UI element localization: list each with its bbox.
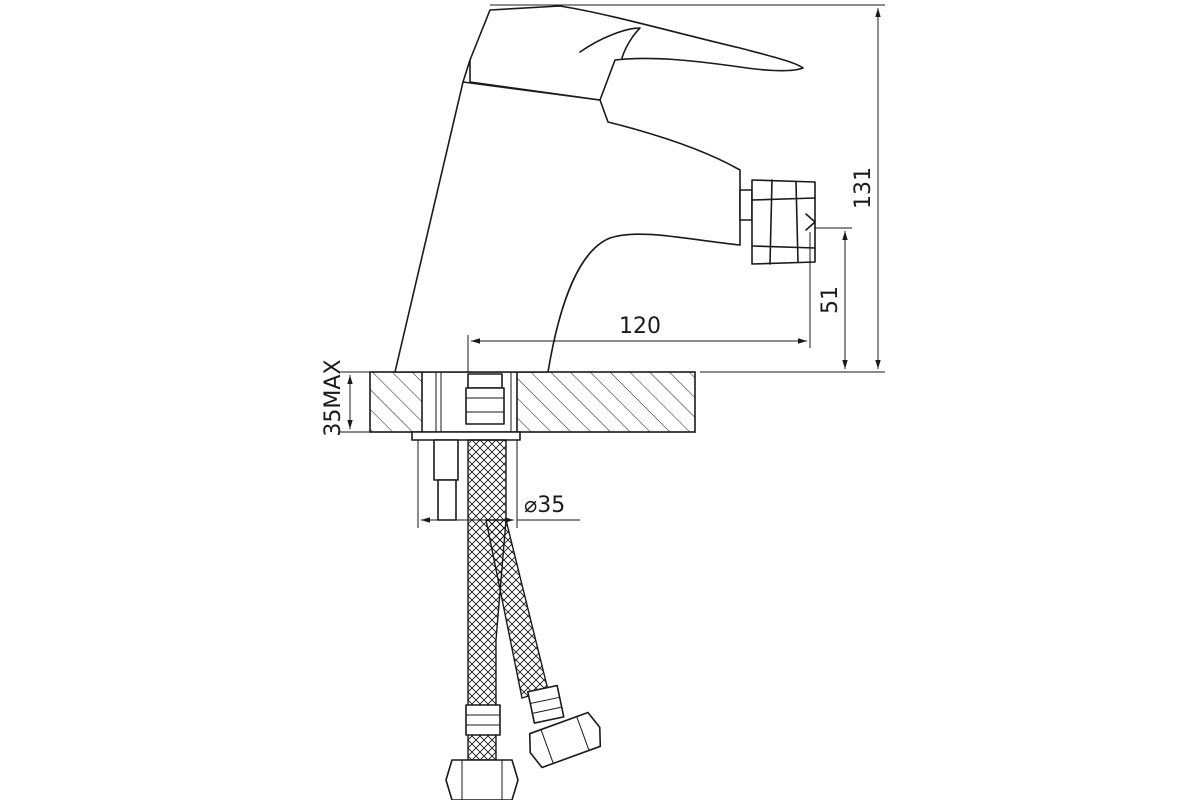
dimension-total-height: 131: [490, 4, 885, 373]
dimension-hole-diameter: ⌀35: [417, 440, 580, 528]
hole-diameter-label: ⌀35: [524, 493, 565, 518]
braided-hose-right: [485, 519, 602, 769]
lever-handle: [469, 5, 804, 101]
faucet-body: [394, 59, 741, 373]
spout-height-label: 51: [818, 286, 843, 314]
dimension-max-counter-thickness: 35MAX: [321, 359, 370, 437]
spout-reach-label: 120: [619, 314, 661, 339]
mounting-assembly: [411, 373, 521, 521]
dimension-spout-reach: 120: [467, 232, 811, 372]
total-height-label: 131: [851, 167, 876, 209]
swivel-nozzle: [739, 179, 816, 265]
dimension-spout-height: 51: [815, 227, 852, 369]
max-thickness-label: 35MAX: [321, 359, 346, 436]
countertop-section: [369, 371, 696, 433]
